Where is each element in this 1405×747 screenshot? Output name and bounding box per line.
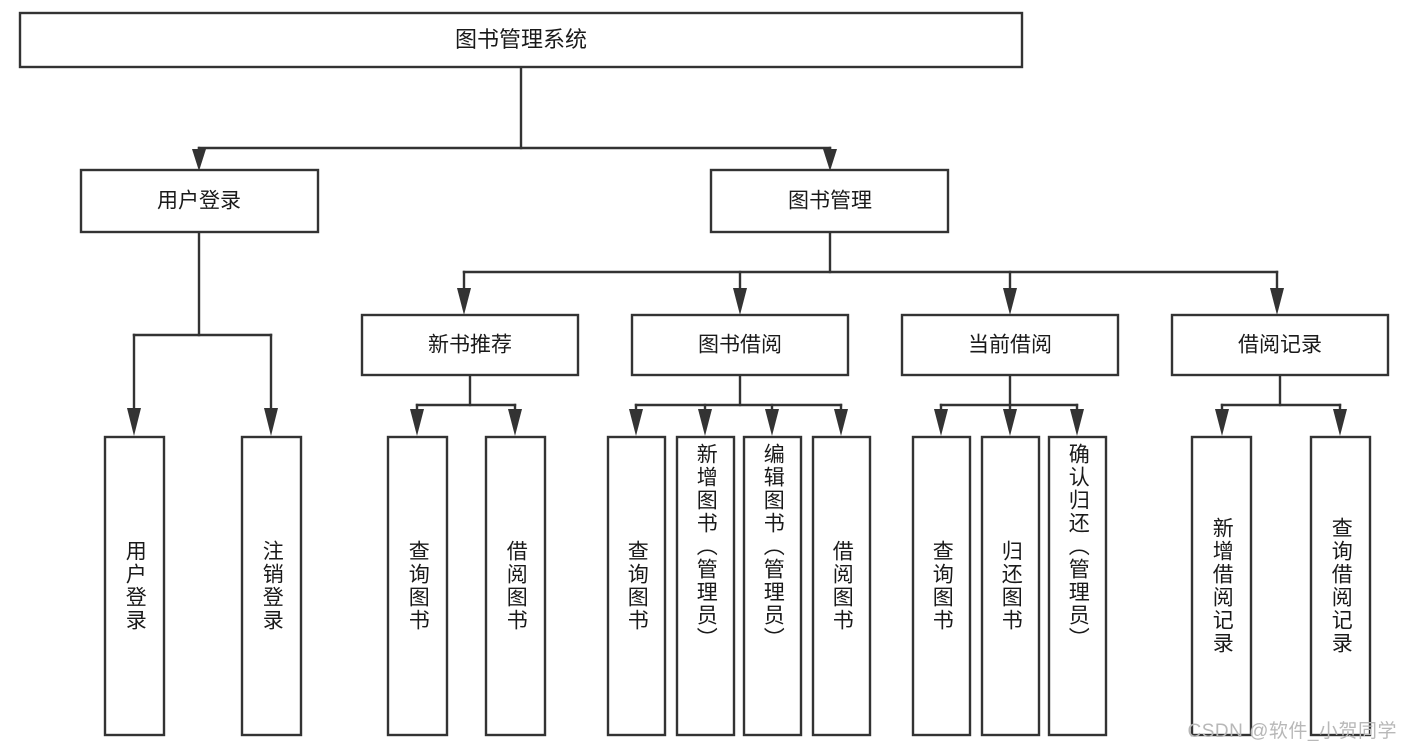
node-book-manage-box[interactable]: [709, 168, 950, 234]
node-user-login-box[interactable]: [79, 168, 320, 234]
arrow-to-book-manage: [823, 149, 837, 171]
arrow-to-leaf-borrow-book-2: [834, 409, 848, 436]
leaf-logout-login-box[interactable]: [240, 435, 303, 737]
node-book-manage-label: 图书管理: [788, 190, 872, 213]
node-borrow-record[interactable]: 借阅记录: [1170, 313, 1390, 377]
node-borrow-record-box[interactable]: [1170, 313, 1390, 377]
csdn-watermark: CSDN @软件_小贺同学: [1187, 721, 1397, 742]
node-book-borrow-box[interactable]: [630, 313, 850, 377]
leaf-borrow-book-2-box[interactable]: [811, 435, 872, 737]
arrow-to-leaf-query-record: [1333, 409, 1347, 436]
leaf-query-record-box[interactable]: [1309, 435, 1372, 737]
arrow-to-leaf-add-record: [1215, 409, 1229, 436]
node-book-manage[interactable]: 图书管理: [709, 168, 950, 234]
leaf-query-book-2-box[interactable]: [606, 435, 667, 737]
node-root-box[interactable]: [18, 11, 1024, 69]
leaf-return-book-box[interactable]: [980, 435, 1041, 737]
leaf-query-book-3-box[interactable]: [911, 435, 972, 737]
arrow-to-current-borrow: [1003, 288, 1017, 315]
leaf-confirm-return-box[interactable]: [1047, 435, 1108, 737]
leaf-query-book-1-box[interactable]: [386, 435, 449, 737]
node-current-borrow[interactable]: 当前借阅: [900, 313, 1120, 377]
node-current-borrow-label: 当前借阅: [968, 334, 1052, 357]
leaf-add-book-box[interactable]: [675, 435, 736, 737]
arrow-to-leaf-query-book-3: [934, 409, 948, 436]
arrow-to-new-book-recommend: [457, 288, 471, 315]
node-new-book-recommend[interactable]: 新书推荐: [360, 313, 580, 377]
node-book-borrow-label: 图书借阅: [698, 334, 782, 357]
connectors-group: [127, 65, 1347, 436]
node-new-book-recommend-box[interactable]: [360, 313, 580, 377]
arrow-to-leaf-borrow-book-1: [508, 409, 522, 436]
leaf-edit-book-box[interactable]: [742, 435, 803, 737]
node-user-login[interactable]: 用户登录: [79, 168, 320, 234]
node-current-borrow-box[interactable]: [900, 313, 1120, 377]
node-root[interactable]: 图书管理系统: [18, 11, 1024, 69]
leaf-boxes-group: [103, 435, 1372, 737]
node-user-login-label: 用户登录: [157, 190, 241, 213]
node-book-borrow[interactable]: 图书借阅: [630, 313, 850, 377]
node-root-label: 图书管理系统: [455, 27, 587, 52]
arrow-to-user-login: [192, 149, 206, 171]
arrow-to-leaf-query-book-1: [410, 409, 424, 436]
arrow-to-borrow-record: [1270, 288, 1284, 315]
arrow-to-leaf-add-book: [698, 409, 712, 436]
arrow-to-leaf-query-book-2: [629, 409, 643, 436]
leaf-add-record-box[interactable]: [1190, 435, 1253, 737]
node-borrow-record-label: 借阅记录: [1238, 334, 1322, 357]
arrow-to-leaf-return-book: [1003, 409, 1017, 436]
node-new-book-recommend-label: 新书推荐: [428, 334, 512, 357]
leaf-user-login-box[interactable]: [103, 435, 166, 737]
arrow-to-leaf-user-login: [127, 408, 141, 436]
leaf-borrow-book-1-box[interactable]: [484, 435, 547, 737]
arrow-to-book-borrow: [733, 288, 747, 315]
arrow-to-leaf-confirm-return: [1070, 409, 1084, 436]
arrow-to-leaf-logout-login: [264, 408, 278, 436]
arrow-to-leaf-edit-book: [765, 409, 779, 436]
